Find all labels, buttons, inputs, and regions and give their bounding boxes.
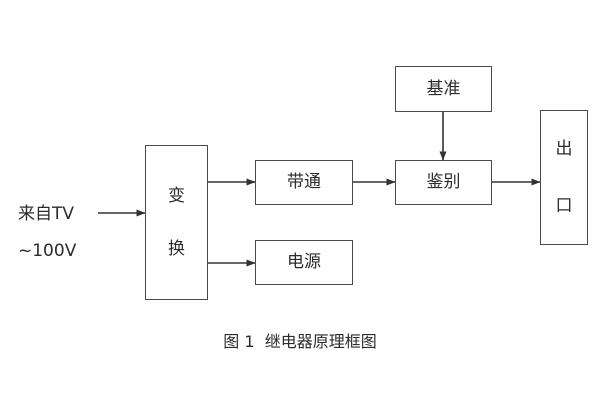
block-output-label-line1: 出 (555, 138, 573, 159)
input-source-label-line1: 来自TV (18, 204, 75, 224)
block-discriminator-label: 鉴别 (426, 172, 461, 193)
figure-caption: 图 1 继电器原理框图 (223, 332, 377, 351)
block-power-supply-label: 电源 (287, 252, 321, 273)
block-bandpass-label: 带通 (287, 172, 321, 193)
block-output-label-line2: 口 (555, 195, 573, 216)
block-output: 出 口 (540, 110, 588, 245)
input-voltage-label-line2: ~100V (18, 241, 77, 261)
block-bandpass: 带通 (255, 160, 353, 205)
block-transform-label-line2: 换 (168, 238, 185, 259)
block-discriminator: 鉴别 (395, 160, 492, 205)
block-reference-label: 基准 (426, 78, 461, 99)
block-power-supply: 电源 (255, 240, 353, 285)
block-reference: 基准 (395, 66, 492, 112)
block-transform-label-line1: 变 (168, 185, 185, 206)
block-transform: 变 换 (145, 145, 208, 300)
